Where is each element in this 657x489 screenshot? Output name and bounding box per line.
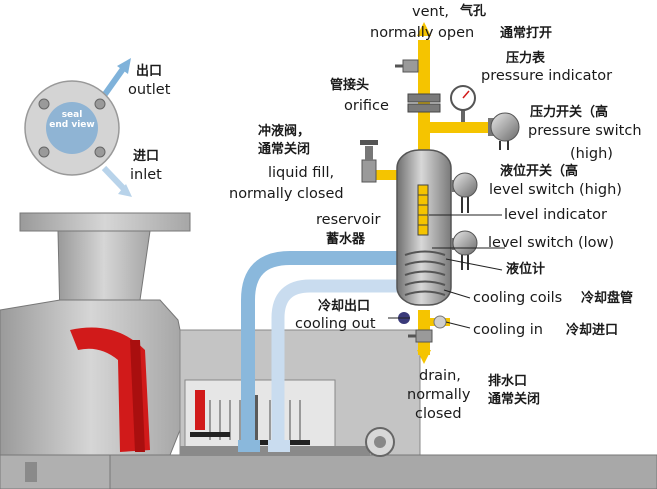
pipe-from-reservoir — [271, 279, 410, 448]
liquid-fill-en-label-1: liquid fill, — [268, 165, 335, 181]
vent-valve-icon — [395, 59, 419, 73]
cooling-out-en-label: cooling out — [295, 316, 376, 332]
drain-en-label-1: drain, — [419, 368, 461, 384]
orifice-zh-label: 管接头 — [330, 78, 370, 93]
pump-shaft — [109, 454, 657, 489]
inlet-en-label: inlet — [130, 167, 162, 183]
pump-casing — [0, 212, 191, 489]
bolt-icon — [94, 146, 106, 158]
bolt-icon — [38, 146, 50, 158]
volute-fluid — [70, 327, 150, 452]
vent-normally-open-zh-label: 通常打开 — [500, 26, 553, 41]
seal-port — [238, 440, 260, 452]
liquid-fill-pipe — [362, 170, 402, 180]
drain-zh-label-1: 排水口 — [488, 374, 528, 389]
seal-bore — [46, 102, 98, 154]
drain-valve-icon — [408, 329, 433, 343]
bearing-ball — [374, 436, 386, 448]
outlet-arrow — [100, 64, 128, 99]
seal-end-view — [24, 58, 132, 197]
vent-normally-open-label: normally open — [370, 25, 475, 41]
pressure-switch-zh-label: 压力开关（高 — [530, 105, 609, 120]
inlet-arrowhead — [118, 184, 132, 197]
orifice-en-label: orifice — [344, 98, 389, 114]
bolt-icon — [94, 98, 106, 110]
outlet-en-label: outlet — [128, 82, 171, 98]
level-switch-high-en-label: level switch (high) — [489, 182, 622, 198]
discharge-flange — [19, 212, 191, 232]
cooling-in-en-label: cooling in — [473, 322, 543, 338]
cooling-coils-en-label: cooling coils — [473, 290, 563, 306]
pressure-switch-high-label: (high) — [570, 146, 613, 162]
pressure-branch — [430, 122, 490, 133]
outlet-arrowhead — [117, 58, 131, 74]
inlet-arrow — [101, 165, 128, 193]
volute-body — [0, 299, 183, 471]
cooling-out-zh-label: 冷却出口 — [318, 299, 371, 314]
seal-chamber — [109, 329, 657, 489]
bolt-icon — [38, 98, 50, 110]
bolt-stud — [25, 462, 37, 482]
drain-zh-label-2: 通常关闭 — [488, 392, 541, 407]
cooling-coil — [404, 250, 446, 296]
vent-arrow-icon — [417, 22, 431, 36]
outlet-zh-label: 出口 — [136, 64, 163, 79]
liquid-fill-en-label-2: normally closed — [229, 186, 344, 202]
pressure-switch-en-label: pressure switch — [528, 123, 642, 139]
seal-port — [268, 440, 290, 452]
seal-face-red — [195, 390, 205, 430]
cooling-in-zh-label: 冷却进口 — [566, 323, 619, 338]
pressure-switch-icon — [488, 112, 520, 150]
o-ring — [190, 432, 230, 437]
seal-end-view-label: seal end view — [49, 110, 95, 131]
flush-piping — [238, 251, 410, 452]
orifice-fitting-icon — [407, 93, 441, 113]
cooling-coils-zh-label: 冷却盘管 — [581, 291, 634, 306]
pressure-gauge-icon — [450, 85, 476, 122]
level-indicator-label: level indicator — [504, 207, 607, 223]
leader-lines — [388, 214, 505, 329]
drain-en-label-3: closed — [415, 406, 462, 422]
reservoir-vessel — [396, 149, 452, 364]
pressure-indicator-zh-label: 压力表 — [506, 51, 546, 66]
drain-en-label-2: normally — [407, 387, 471, 403]
drain-arrow-icon — [417, 350, 431, 364]
level-switch-low-icon — [451, 230, 478, 270]
liquid-fill-zh-label-1: 冲液阀， — [258, 124, 311, 139]
level-gauge-zh-label: 液位计 — [506, 262, 546, 277]
reservoir-en-label: reservoir — [316, 212, 381, 228]
inlet-zh-label: 进口 — [133, 149, 160, 164]
cooling-in-port-icon — [433, 315, 447, 329]
pipe-to-reservoir — [241, 251, 410, 448]
liquid-fill-zh-label-2: 通常关闭 — [258, 142, 311, 157]
vent-zh-label: 气孔 — [460, 4, 487, 19]
seal-gland-cavity — [184, 379, 336, 451]
reservoir-zh-label: 蓄水器 — [326, 232, 366, 247]
pressure-indicator-en-label: pressure indicator — [481, 68, 613, 84]
level-switch-high-icon — [451, 172, 478, 213]
impeller-passage — [130, 340, 145, 452]
level-indicator-glass — [417, 184, 429, 236]
vent-label: vent, — [412, 4, 449, 20]
level-switch-low-label: level switch (low) — [488, 235, 615, 251]
level-switch-high-zh-label: 液位开关（高 — [500, 164, 579, 179]
liquid-fill-valve-icon — [360, 140, 378, 183]
